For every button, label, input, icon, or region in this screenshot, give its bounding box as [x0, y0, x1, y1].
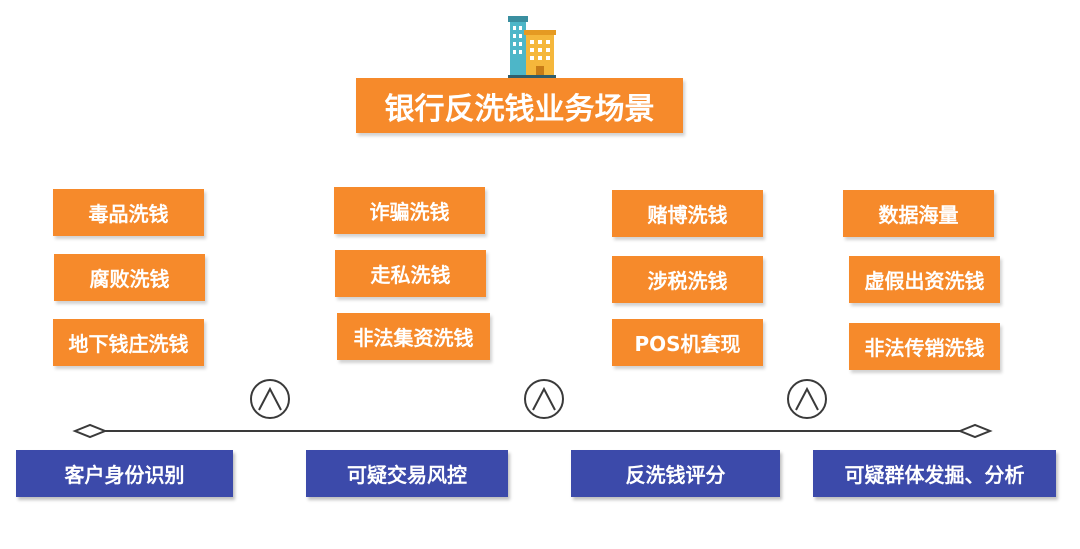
scenario-gambling-laundering: 赌博洗钱	[612, 190, 763, 237]
capability-customer-identification: 客户身份识别	[16, 450, 233, 497]
up-arrow-icon	[787, 379, 827, 419]
page-title: 银行反洗钱业务场景	[356, 78, 683, 133]
diamond-end-icon	[72, 423, 108, 439]
scenario-pyramid-selling: 非法传销洗钱	[849, 323, 1000, 370]
capability-group-analysis: 可疑群体发掘、分析	[813, 450, 1056, 497]
building-icon	[508, 16, 556, 78]
up-arrow-icon	[250, 379, 290, 419]
scenario-tax-laundering: 涉税洗钱	[612, 256, 763, 303]
scenario-massive-data: 数据海量	[843, 190, 994, 237]
scenario-fraud-laundering: 诈骗洗钱	[334, 187, 485, 234]
capability-suspicious-transaction: 可疑交易风控	[306, 450, 508, 497]
diamond-end-icon	[957, 423, 993, 439]
up-arrow-icon	[524, 379, 564, 419]
scenario-underground-bank: 地下钱庄洗钱	[53, 319, 204, 366]
scenario-drug-laundering: 毒品洗钱	[53, 189, 204, 236]
scenario-illegal-fundraising: 非法集资洗钱	[337, 313, 490, 360]
scenario-pos-cashout: POS机套现	[612, 319, 763, 366]
scenario-smuggling-laundering: 走私洗钱	[335, 250, 486, 297]
scenario-corruption-laundering: 腐败洗钱	[54, 254, 205, 301]
capability-aml-scoring: 反洗钱评分	[571, 450, 780, 497]
scenario-fake-capital: 虚假出资洗钱	[849, 256, 1000, 303]
